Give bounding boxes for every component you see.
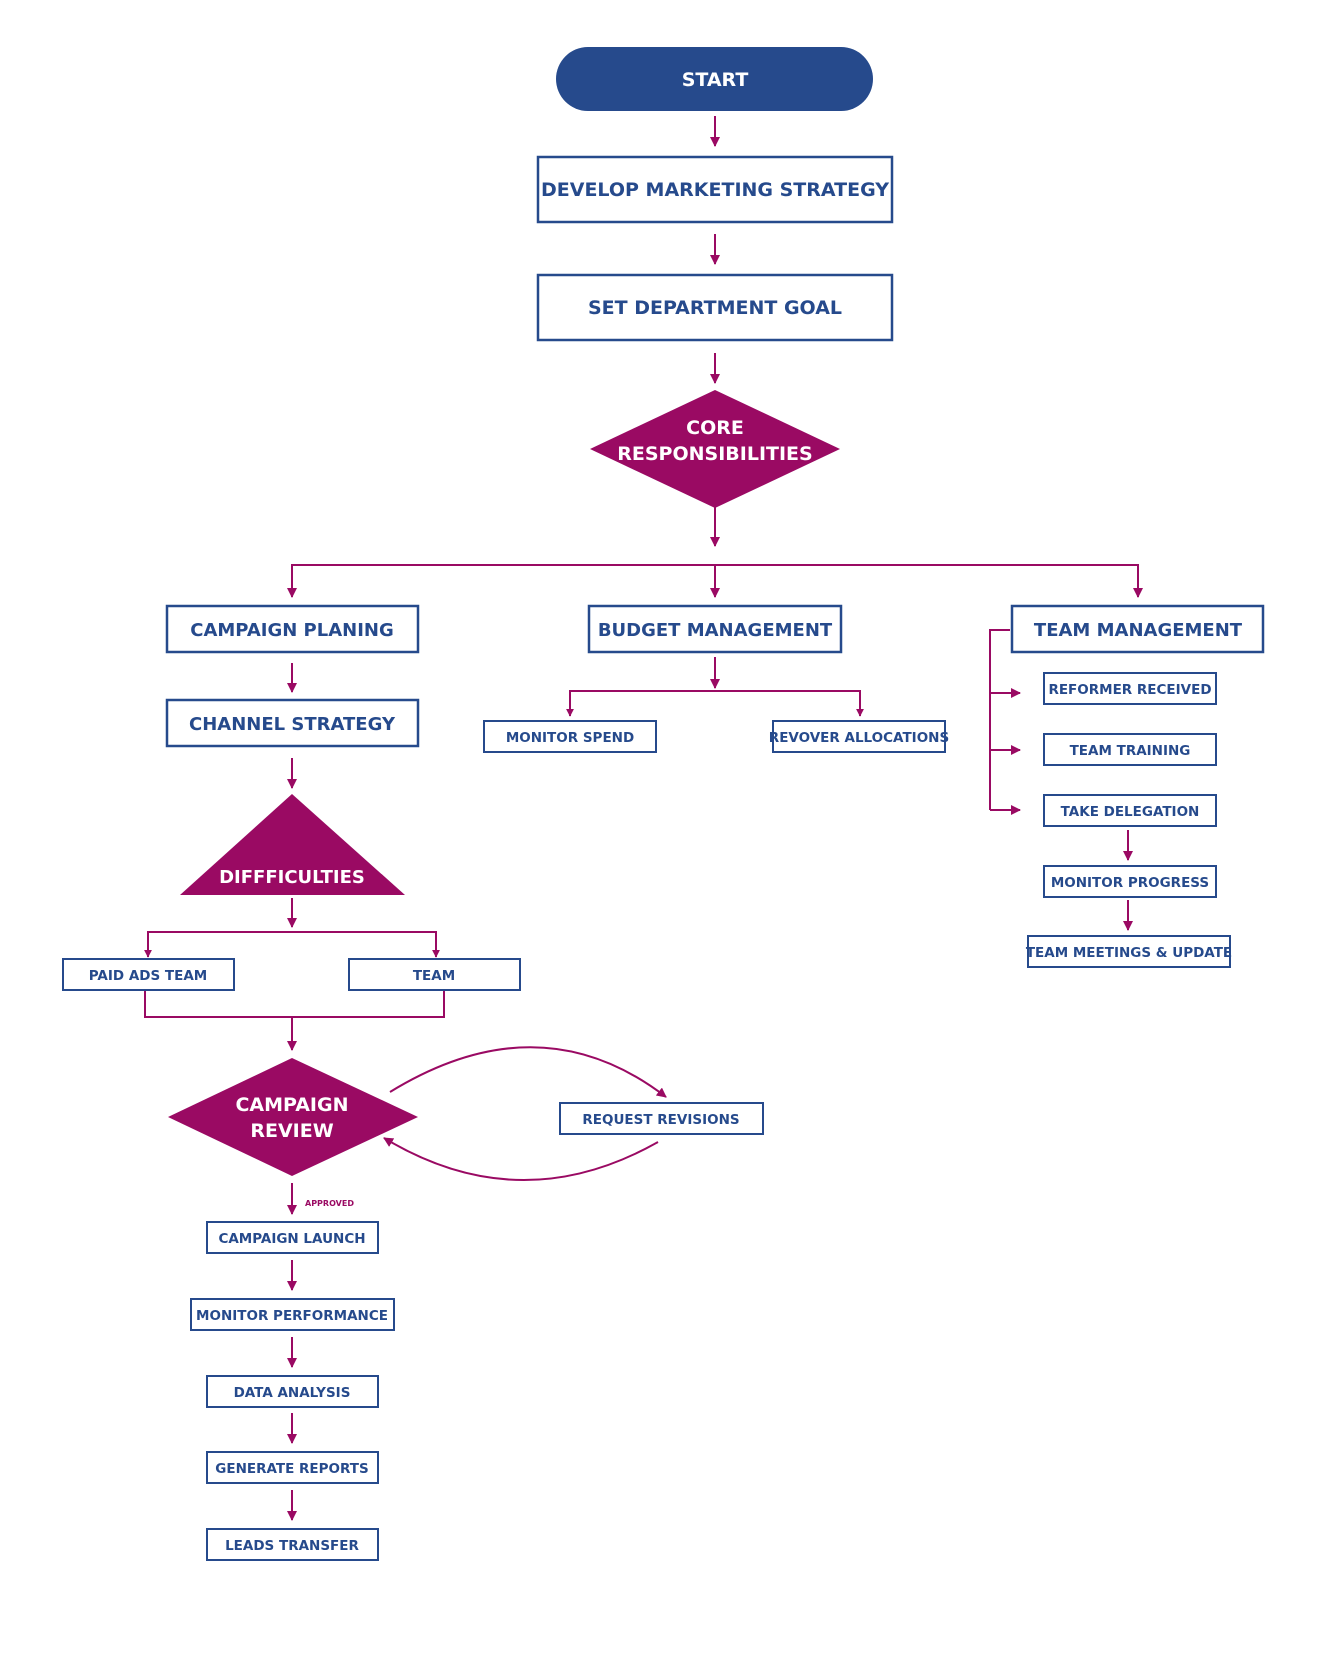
revover-allocations-label: REVOVER ALLOCATIONS [769, 730, 949, 746]
monitor-progress-label: MONITOR PROGRESS [1051, 875, 1209, 891]
campaign-launch-label: CAMPAIGN LAUNCH [218, 1231, 365, 1247]
branch-line-budget [569, 690, 861, 714]
team-training-label: TEAM TRAINING [1070, 743, 1191, 759]
monitor-performance-box: MONITOR PERFORMANCE [190, 1298, 395, 1331]
start-label: START [682, 69, 749, 91]
set-goal-label: SET DEPARTMENT GOAL [588, 297, 842, 319]
develop-strategy-label: DEVELOP MARKETING STRATEGY [541, 179, 889, 201]
request-revisions-label: REQUEST REVISIONS [582, 1112, 739, 1128]
difficulties-triangle: DIFFFICULTIES [180, 794, 405, 895]
team-meetings-box: TEAM MEETINGS & UPDATE [1026, 935, 1232, 968]
monitor-progress-box: MONITOR PROGRESS [1043, 865, 1217, 898]
campaign-planing-label: CAMPAIGN PLANING [190, 620, 394, 641]
branch-line-difficulties [147, 931, 437, 955]
start-node: START [556, 47, 873, 111]
generate-reports-box: GENERATE REPORTS [206, 1451, 379, 1484]
develop-strategy-box: DEVELOP MARKETING STRATEGY [536, 155, 894, 224]
reformer-received-box: REFORMER RECEIVED [1043, 672, 1217, 705]
reformer-received-label: REFORMER RECEIVED [1048, 682, 1211, 698]
paid-ads-team-label: PAID ADS TEAM [89, 968, 207, 984]
take-delegation-box: TAKE DELEGATION [1043, 794, 1217, 827]
team-label: TEAM [413, 968, 455, 984]
team-management-box: TEAM MANAGEMENT [1010, 604, 1265, 654]
generate-reports-label: GENERATE REPORTS [215, 1461, 368, 1477]
request-revisions-box: REQUEST REVISIONS [559, 1102, 764, 1135]
campaign-planing-box: CAMPAIGN PLANING [165, 604, 420, 654]
arrow-to-request-revisions [389, 1046, 667, 1098]
approved-label: APPROVED [305, 1199, 354, 1208]
monitor-spend-label: MONITOR SPEND [506, 730, 634, 746]
leads-transfer-box: LEADS TRANSFER [206, 1528, 379, 1561]
data-analysis-box: DATA ANALYSIS [206, 1375, 379, 1408]
take-delegation-label: TAKE DELEGATION [1061, 804, 1200, 820]
monitor-performance-label: MONITOR PERFORMANCE [196, 1308, 388, 1324]
budget-management-label: BUDGET MANAGEMENT [598, 620, 833, 641]
channel-strategy-box: CHANNEL STRATEGY [165, 698, 420, 748]
core-label-line2: RESPONSIBILITIES [617, 443, 812, 465]
arrow-back-to-review [383, 1137, 659, 1181]
merge-line-teams [144, 989, 445, 1018]
connectors [144, 116, 1143, 1521]
team-box: TEAM [348, 958, 521, 991]
campaign-launch-box: CAMPAIGN LAUNCH [206, 1221, 379, 1254]
paid-ads-team-box: PAID ADS TEAM [62, 958, 235, 991]
review-label-line2: REVIEW [250, 1120, 333, 1142]
leads-transfer-label: LEADS TRANSFER [225, 1538, 359, 1554]
monitor-spend-box: MONITOR SPEND [483, 720, 657, 753]
data-analysis-label: DATA ANALYSIS [234, 1385, 351, 1401]
revover-allocations-box: REVOVER ALLOCATIONS [769, 720, 949, 753]
team-management-label: TEAM MANAGEMENT [1034, 620, 1243, 641]
difficulties-label: DIFFFICULTIES [219, 867, 365, 888]
core-responsibilities-diamond: CORE RESPONSIBILITIES [590, 390, 840, 508]
core-label-line1: CORE [686, 417, 744, 439]
campaign-review-diamond: CAMPAIGN REVIEW [168, 1058, 418, 1176]
team-bracket-line [989, 629, 1010, 810]
set-goal-box: SET DEPARTMENT GOAL [536, 273, 894, 342]
review-label-line1: CAMPAIGN [235, 1094, 348, 1116]
channel-strategy-label: CHANNEL STRATEGY [189, 714, 396, 735]
budget-management-box: BUDGET MANAGEMENT [587, 604, 843, 654]
team-meetings-label: TEAM MEETINGS & UPDATE [1026, 945, 1232, 961]
team-training-box: TEAM TRAINING [1043, 733, 1217, 766]
